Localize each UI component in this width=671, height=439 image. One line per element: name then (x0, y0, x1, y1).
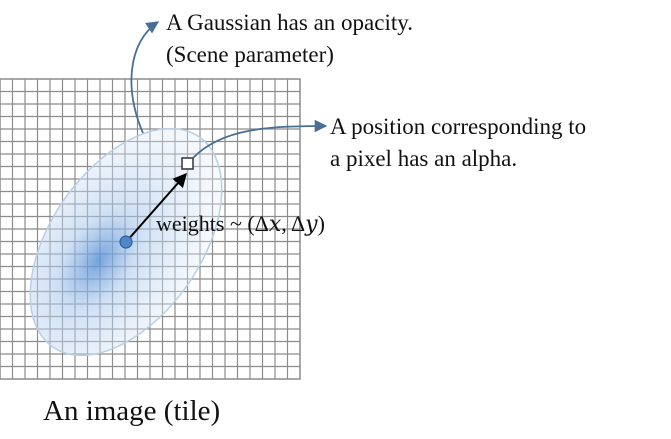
image-tile-caption: An image (tile) (43, 395, 220, 427)
weights-label: weights ~ (Δ𝑥, Δ𝑦) (156, 211, 325, 236)
gaussian-center-dot (119, 235, 133, 249)
alpha-label-line2: a pixel has an alpha. (330, 146, 517, 171)
weight-arrow (125, 172, 187, 243)
opacity-label-line2: (Scene parameter) (166, 42, 334, 67)
alpha-connector-arrow (192, 119, 328, 159)
opacity-label-line1: A Gaussian has an opacity. (166, 10, 413, 35)
alpha-label-line1: A position corresponding to (330, 114, 586, 139)
pixel-marker (181, 157, 194, 170)
opacity-connector-arrow (130, 21, 160, 134)
